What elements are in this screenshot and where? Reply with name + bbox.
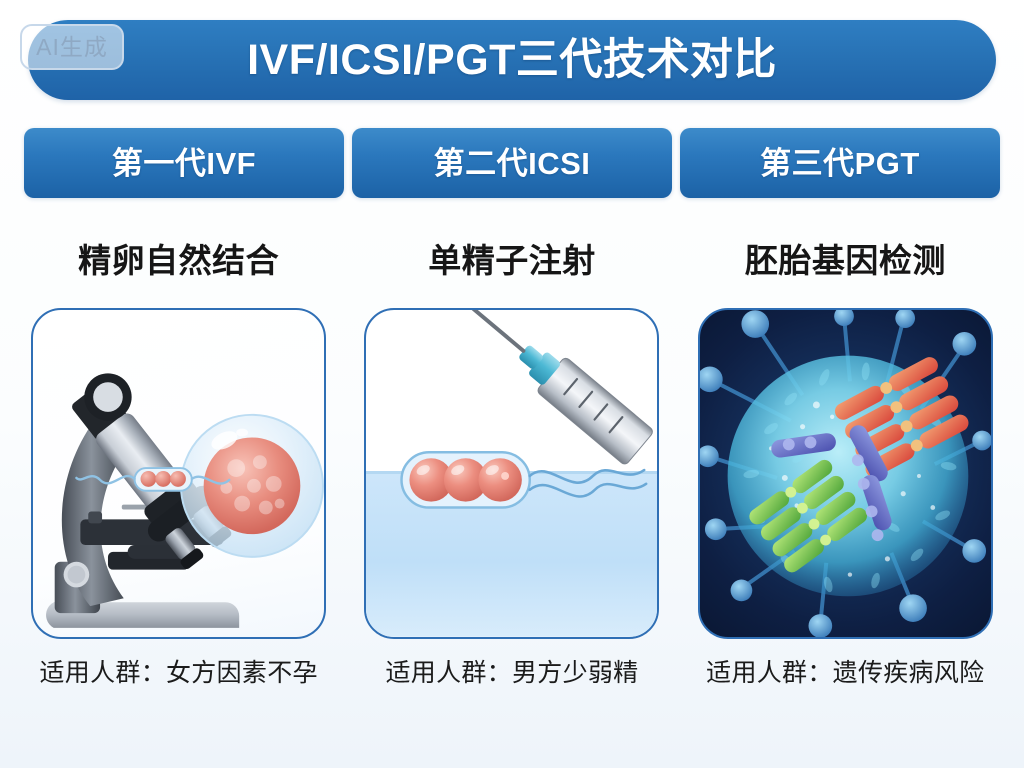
tab-generation-3-label: 第三代PGT bbox=[760, 145, 920, 181]
column-pgt: 胚胎基因检测 bbox=[691, 212, 1000, 742]
syringe-injection-dish-illustration bbox=[364, 308, 660, 639]
tab-generation-2-label: 第二代ICSI bbox=[433, 145, 591, 181]
page-header-banner: IVF/ICSI/PGT三代技术对比 bbox=[28, 20, 996, 100]
tab-generation-2[interactable]: 第二代ICSI bbox=[352, 128, 672, 198]
page-title: IVF/ICSI/PGT三代技术对比 bbox=[247, 35, 777, 84]
column-ivf-heading: 精卵自然结合 bbox=[78, 241, 280, 279]
comparison-columns: 精卵自然结合 bbox=[24, 212, 1000, 742]
column-icsi-caption: 适用人群：男方少弱精 bbox=[385, 659, 639, 687]
ai-generated-badge-label: AI生成 bbox=[36, 33, 108, 60]
column-pgt-caption: 适用人群：遗传疾病风险 bbox=[706, 659, 985, 687]
column-icsi: 单精子注射 bbox=[357, 212, 666, 742]
column-icsi-heading: 单精子注射 bbox=[428, 241, 596, 279]
tab-generation-3[interactable]: 第三代PGT bbox=[680, 128, 1000, 198]
generation-tabs: 第一代IVF 第二代ICSI 第三代PGT bbox=[24, 128, 1000, 198]
column-pgt-heading: 胚胎基因检测 bbox=[744, 241, 946, 279]
ai-generated-badge: AI生成 bbox=[20, 24, 124, 70]
microscope-sperm-egg-illustration bbox=[31, 308, 327, 639]
column-ivf-caption: 适用人群：女方因素不孕 bbox=[39, 659, 318, 687]
tab-generation-1[interactable]: 第一代IVF bbox=[24, 128, 344, 198]
cell-chromosome-network-illustration bbox=[697, 308, 993, 639]
tab-generation-1-label: 第一代IVF bbox=[111, 145, 257, 181]
column-ivf: 精卵自然结合 bbox=[24, 212, 333, 742]
